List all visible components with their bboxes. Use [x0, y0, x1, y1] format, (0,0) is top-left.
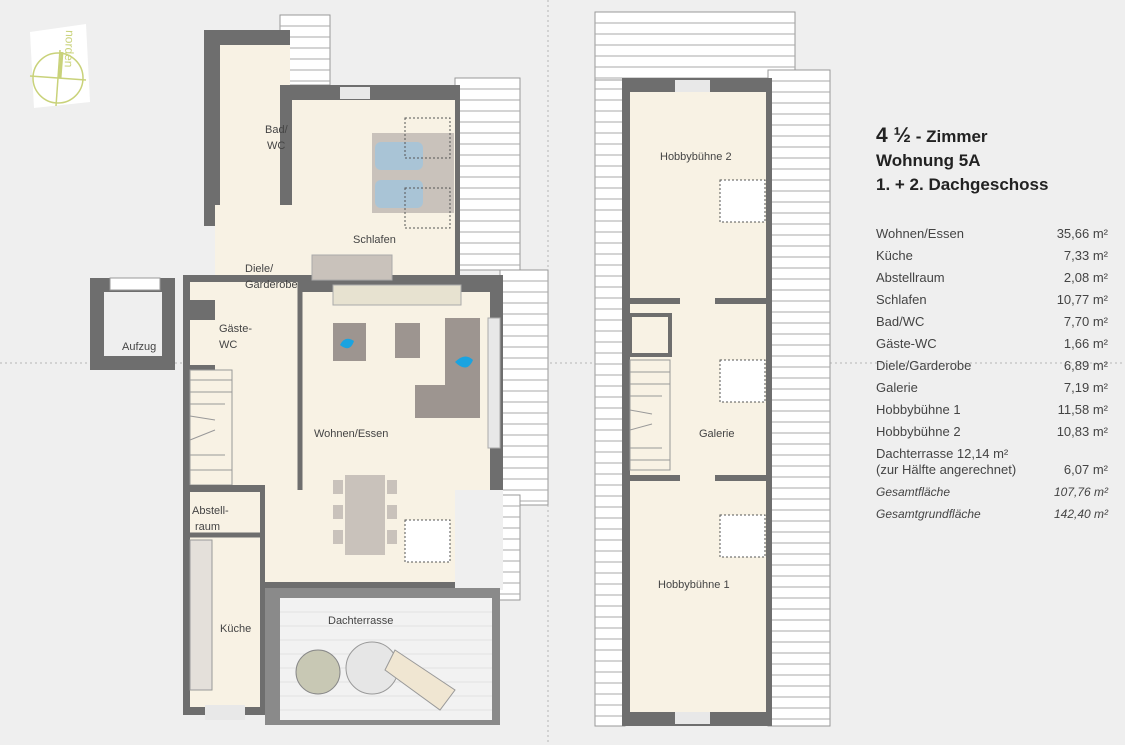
- area-row: Abstellraum 2,08 m²: [876, 267, 1108, 289]
- roof-slat-block: [767, 69, 831, 727]
- room-label-abstell: Abstell-: [192, 505, 229, 517]
- area-value: 7,33 m²: [1063, 248, 1108, 263]
- room-label-dachterrasse: Dachterrasse: [328, 615, 393, 627]
- area-row: Hobbybühne 2 10,83 m²: [876, 421, 1108, 443]
- area-value: 6,89 m²: [1063, 358, 1108, 373]
- roof-slat-block: [594, 11, 626, 727]
- roof-slats: [279, 11, 831, 727]
- area-room: Galerie: [876, 380, 918, 395]
- area-room: Diele/Garderobe: [876, 358, 972, 373]
- area-room-line: Dachterrasse 12,14 m²: [876, 446, 1009, 461]
- area-room: Gesamtfläche: [876, 485, 951, 499]
- area-row: Diele/Garderobe 6,89 m²: [876, 355, 1108, 377]
- room-label-wohnen-essen: Wohnen/Essen: [314, 428, 388, 440]
- room-label-hobbybuehne-2: Hobbybühne 2: [660, 151, 732, 163]
- upper-floor-plan: Bad/ WC Schlafen Diele/ Garderobe Gäste-…: [90, 30, 503, 725]
- area-row: Küche 7,33 m²: [876, 245, 1108, 267]
- room-label-gaeste: Gäste-: [219, 323, 252, 335]
- room-label-schlafen: Schlafen: [353, 234, 396, 246]
- apartment-title: 4 ½ - Zimmer: [876, 124, 1108, 149]
- roof-slat-block: [594, 11, 796, 81]
- area-value: 2,08 m²: [1063, 270, 1108, 285]
- room-label-raum: raum: [195, 521, 220, 533]
- area-row: Schlafen 10,77 m²: [876, 289, 1108, 311]
- area-row-gross-total: Gesamtgrundfläche 142,40 m²: [876, 503, 1108, 525]
- room-label-bad: Bad/: [265, 124, 289, 136]
- apartment-number: Wohnung 5A: [876, 151, 981, 170]
- room-label-wc: WC: [267, 140, 285, 152]
- room-label-gaeste-wc: WC: [219, 339, 237, 351]
- room-label-diele: Diele/: [245, 263, 274, 275]
- roof-slat-block: [499, 269, 549, 506]
- compass-label: norden: [62, 30, 77, 68]
- area-value: 10,77 m²: [1056, 292, 1108, 307]
- area-value: 35,66 m²: [1056, 226, 1108, 241]
- area-room: Schlafen: [876, 292, 927, 307]
- area-row-total: Gesamtfläche 107,76 m²: [876, 481, 1108, 503]
- area-value: 11,58 m²: [1057, 402, 1108, 417]
- room-label-aufzug: Aufzug: [122, 341, 156, 353]
- area-room: Gesamtgrundfläche: [876, 507, 981, 521]
- north-compass: norden: [29, 24, 90, 108]
- area-row: Galerie 7,19 m²: [876, 377, 1108, 399]
- apartment-info: 4 ½ - Zimmer Wohnung 5A 1. + 2. Dachgesc…: [876, 124, 1108, 525]
- area-value: 7,70 m²: [1063, 314, 1108, 329]
- area-value: 1,66 m²: [1063, 336, 1108, 351]
- apartment-floors: 1. + 2. Dachgeschoss: [876, 175, 1049, 194]
- area-room: Küche: [876, 248, 913, 263]
- area-value: 6,07 m²: [1063, 462, 1108, 477]
- room-label-kueche: Küche: [220, 623, 251, 635]
- room-count: 4 ½: [876, 124, 912, 147]
- room-label-hobbybuehne-1: Hobbybühne 1: [658, 579, 730, 591]
- area-room: Bad/WC: [876, 314, 925, 329]
- area-value: 7,19 m²: [1063, 380, 1108, 395]
- area-room: Gäste-WC: [876, 336, 937, 351]
- area-row: Bad/WC 7,70 m²: [876, 311, 1108, 333]
- room-label-garderobe: Garderobe: [245, 279, 298, 291]
- area-value: 10,83 m²: [1056, 424, 1108, 439]
- room-count-suffix: - Zimmer: [911, 127, 988, 146]
- area-room-line: (zur Hälfte angerechnet): [876, 462, 1017, 477]
- area-value: 142,40 m²: [1053, 507, 1108, 521]
- area-row-terrace: Dachterrasse 12,14 m²(zur Hälfte angerec…: [876, 443, 1108, 481]
- area-table: Wohnen/Essen 35,66 m² Küche 7,33 m² Abstellr…: [876, 223, 1108, 525]
- area-room: Wohnen/Essen: [876, 226, 964, 241]
- attic-plan: Hobbybühne 2 Galerie Hobbybühne 1: [622, 78, 772, 726]
- room-label-galerie: Galerie: [699, 428, 734, 440]
- area-room: Hobbybühne 1: [876, 402, 961, 417]
- area-room: Abstellraum: [876, 270, 945, 285]
- area-value: 107,76 m²: [1053, 485, 1108, 499]
- area-row: Hobbybühne 1 11,58 m²: [876, 399, 1108, 421]
- roof-slat-block: [454, 77, 521, 271]
- area-room: Dachterrasse 12,14 m²(zur Hälfte angerec…: [876, 446, 1016, 478]
- area-room: Hobbybühne 2: [876, 424, 961, 439]
- area-row: Wohnen/Essen 35,66 m²: [876, 223, 1108, 245]
- area-row: Gäste-WC 1,66 m²: [876, 333, 1108, 355]
